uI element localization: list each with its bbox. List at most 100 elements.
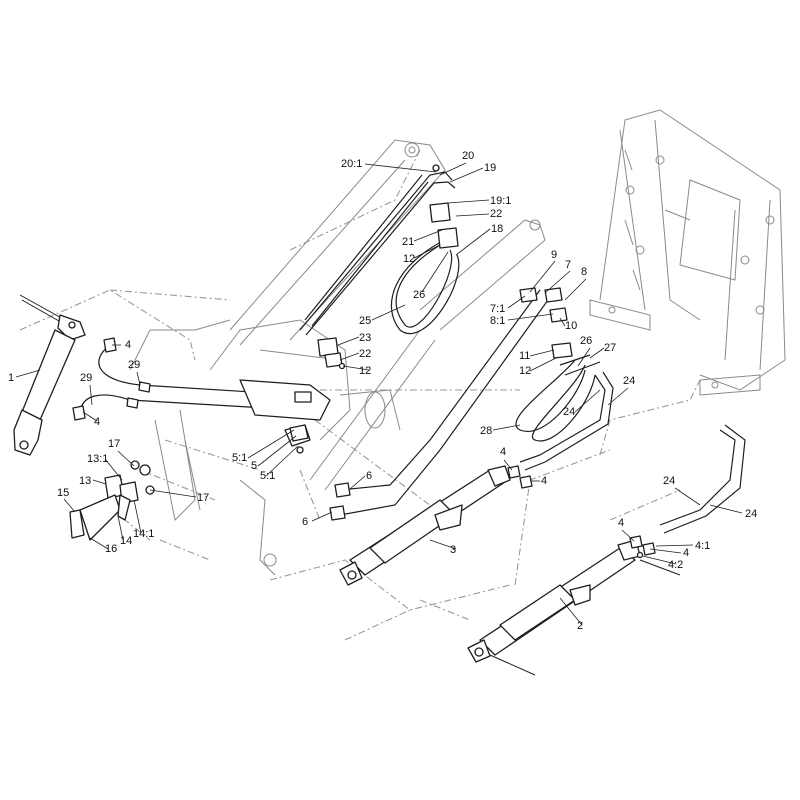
callout-26: 26 xyxy=(413,289,425,301)
callout-24: 24 xyxy=(563,406,575,418)
callout-leader-line xyxy=(337,336,360,346)
pivot-valve-block xyxy=(239,379,331,454)
callout-14-1: 14:1 xyxy=(133,528,154,540)
callout-leader-line xyxy=(371,304,406,321)
callout-leader-line xyxy=(117,515,124,541)
callout-leader-line xyxy=(503,459,513,471)
callout-leader-line xyxy=(529,357,557,372)
callout-leader-line xyxy=(342,365,370,371)
callout-1: 1 xyxy=(8,372,14,384)
callout-leader-line xyxy=(455,228,491,256)
callout-2: 2 xyxy=(577,620,583,632)
callout-10: 10 xyxy=(565,320,577,332)
callout-7-1: 7:1 xyxy=(490,303,505,315)
callout-leader-line xyxy=(621,529,635,542)
hydraulic-lines xyxy=(79,171,746,534)
callout-leader-line xyxy=(413,229,443,242)
callout-leader-line xyxy=(133,499,142,534)
callout-leader-line xyxy=(529,260,556,293)
callout-4: 4 xyxy=(94,416,100,428)
callout-29: 29 xyxy=(128,359,140,371)
callout-27: 27 xyxy=(604,342,616,354)
callout-4: 4 xyxy=(683,547,689,559)
callout-leader-line xyxy=(447,199,490,204)
callout-24: 24 xyxy=(623,375,635,387)
callout-8: 8 xyxy=(581,266,587,278)
callout-4: 4 xyxy=(125,339,131,351)
callout-4: 4 xyxy=(500,446,506,458)
callout-26: 26 xyxy=(580,335,592,347)
tower-frame-ghost xyxy=(589,109,786,396)
callout-29: 29 xyxy=(80,372,92,384)
right-arm-ghost xyxy=(309,219,546,491)
callout-22: 22 xyxy=(490,208,502,220)
callout-leader-line xyxy=(564,278,587,301)
callout-leader-line xyxy=(413,244,441,259)
callout-5-1: 5:1 xyxy=(260,470,275,482)
callout-leader-line xyxy=(439,162,467,176)
callout-leader-line xyxy=(421,251,449,293)
callout-leader-line xyxy=(92,479,107,485)
coupler-fittings-13-17 xyxy=(69,460,155,541)
callout-20-1: 20:1 xyxy=(341,158,362,170)
callout-leader-line xyxy=(247,429,295,459)
callout-leader-line xyxy=(149,489,197,498)
fittings-4-left xyxy=(72,337,151,421)
callout-9: 9 xyxy=(551,249,557,261)
callout-leader-line xyxy=(429,539,457,550)
callout-17: 17 xyxy=(197,492,209,504)
callout-leader-line xyxy=(577,347,591,367)
callout-11: 11 xyxy=(519,350,530,362)
callout-18: 18 xyxy=(491,223,503,235)
callout-leader-line xyxy=(492,424,521,431)
callout-6: 6 xyxy=(366,470,372,482)
callout-leader-line xyxy=(455,213,490,217)
callout-7: 7 xyxy=(565,259,571,271)
callout-5: 5 xyxy=(251,460,257,472)
cylinder-3 xyxy=(339,465,511,586)
callout-22: 22 xyxy=(359,348,371,360)
callout-leader-line xyxy=(589,347,605,359)
callout-leader-line xyxy=(257,435,297,467)
callout-leader-line xyxy=(89,537,109,550)
callout-19: 19 xyxy=(484,162,496,174)
callout-13: 13 xyxy=(79,475,91,487)
callout-leader-line xyxy=(349,475,366,490)
callout-13-1: 13:1 xyxy=(87,453,108,465)
callout-12: 12 xyxy=(403,253,415,265)
fittings-4-cylinders xyxy=(507,465,656,559)
callout-leader-line xyxy=(136,371,141,386)
callout-leader-line xyxy=(574,389,601,413)
callout-16: 16 xyxy=(105,543,117,555)
callout-28: 28 xyxy=(480,425,492,437)
callout-4-1: 4:1 xyxy=(695,540,710,552)
callout-leader-line xyxy=(63,498,76,513)
callout-leader-line xyxy=(449,167,484,183)
callout-leader-line xyxy=(655,544,694,547)
loader-arm-ghost xyxy=(129,139,446,576)
callout-4: 4 xyxy=(618,517,624,529)
callout-leader-line xyxy=(529,349,555,357)
callout-leader-line xyxy=(311,511,333,522)
callout-4-2: 4:2 xyxy=(668,559,683,571)
callout-3: 3 xyxy=(450,544,456,556)
callout-15: 15 xyxy=(57,487,69,499)
callout-17: 17 xyxy=(108,438,120,450)
callout-21: 21 xyxy=(402,236,414,248)
callout-leader-line xyxy=(117,450,135,467)
callout-leader-line xyxy=(674,487,701,506)
fittings-5-6 xyxy=(289,424,351,521)
callout-20: 20 xyxy=(462,150,474,162)
upper-brackets-19-23 xyxy=(317,164,459,370)
callout-leader-line xyxy=(89,384,93,406)
callout-19-1: 19:1 xyxy=(490,195,511,207)
callout-leader-line xyxy=(339,352,360,361)
callout-leader-line xyxy=(649,548,682,554)
leader-lines xyxy=(15,162,743,626)
callout-leader-line xyxy=(364,163,437,173)
callout-5-1: 5:1 xyxy=(232,452,247,464)
callout-leader-line xyxy=(642,555,677,565)
callout-leader-line xyxy=(559,597,583,626)
